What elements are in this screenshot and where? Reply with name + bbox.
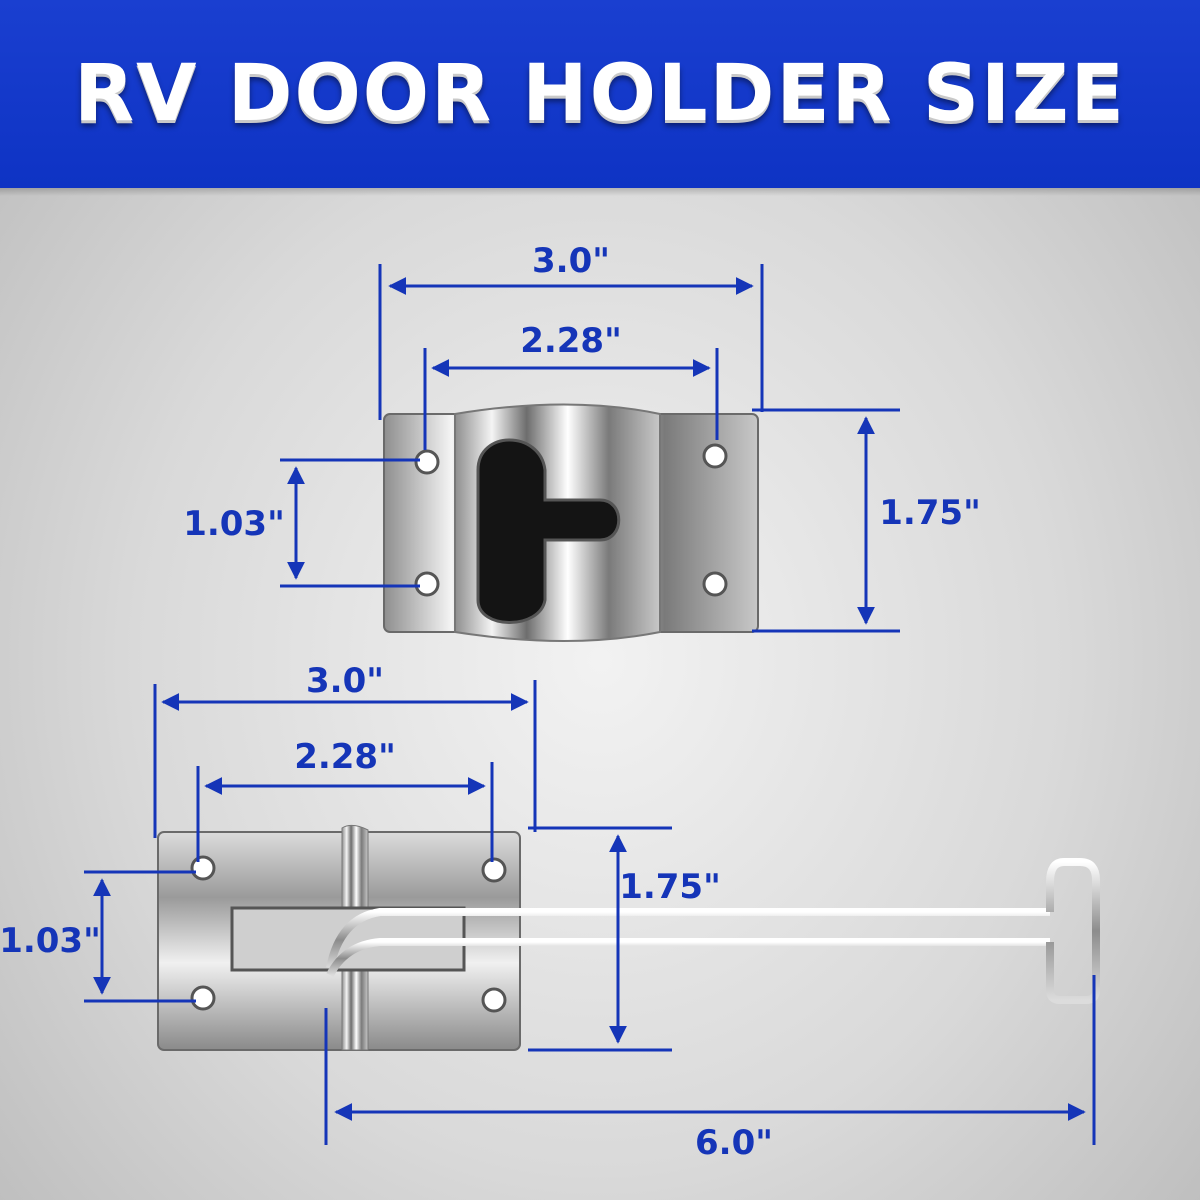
- mounting-hole: [414, 449, 440, 475]
- bottom-dimension-lines: [84, 680, 1096, 1145]
- door-holder-hook-image: [157, 824, 1100, 1051]
- mounting-hole: [702, 571, 728, 597]
- title-banner: RV DOOR HOLDER SIZE: [0, 0, 1200, 188]
- banner-shadow: [0, 188, 1200, 196]
- bottom-hole-spacing-width-label: 2.28": [294, 737, 396, 777]
- bottom-arm-length-label: 6.0": [695, 1123, 773, 1163]
- mounting-hole: [190, 855, 216, 881]
- bottom-overall-height-label: 1.75": [619, 867, 721, 907]
- mounting-hole: [702, 443, 728, 469]
- top-hole-spacing-height-label: 1.03": [183, 504, 285, 544]
- mounting-hole: [481, 987, 507, 1013]
- bottom-hole-spacing-height-label: 1.03": [0, 921, 101, 961]
- top-overall-width-label: 3.0": [532, 241, 610, 281]
- top-overall-height-label: 1.75": [879, 493, 981, 533]
- bottom-overall-width-label: 3.0": [306, 661, 384, 701]
- mounting-hole: [481, 857, 507, 883]
- page-title: RV DOOR HOLDER SIZE: [74, 49, 1126, 139]
- mounting-hole: [414, 571, 440, 597]
- door-holder-catch-image: [383, 403, 759, 642]
- mounting-hole: [190, 985, 216, 1011]
- top-hole-spacing-width-label: 2.28": [520, 321, 622, 361]
- top-dimension-lines: [280, 264, 900, 633]
